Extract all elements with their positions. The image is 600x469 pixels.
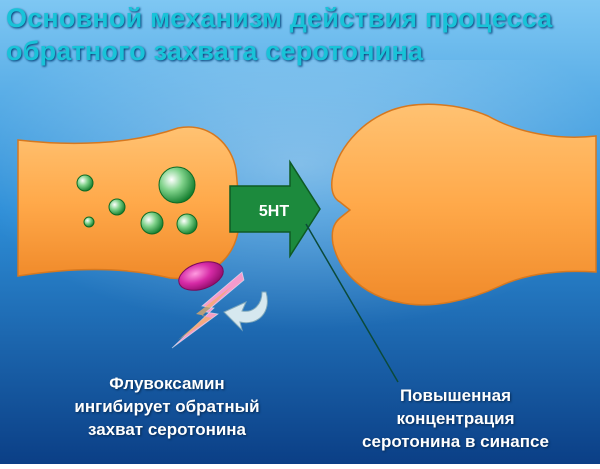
caption-right-line: Повышенная	[399, 386, 512, 405]
serotonin-vesicle-icon	[76, 166, 198, 235]
caption-left-line: захват серотонина	[87, 420, 247, 439]
caption-fluvoxamine: Флувоксамин ингибирует обратный захват с…	[52, 372, 282, 441]
caption-right-line: серотонина в синапсе	[362, 432, 549, 451]
reuptake-transporter-icon	[178, 261, 224, 291]
caption-left-line: Флувоксамин	[109, 374, 225, 393]
reuptake-curved-arrow-icon	[223, 291, 268, 332]
slide-title-line-1: Основной механизм действия процесса	[6, 3, 553, 33]
caption-right-line: концентрация	[396, 409, 515, 428]
presynaptic-neuron	[17, 126, 240, 280]
inhibition-lightning-icon	[171, 271, 245, 349]
serotonin-release-arrow-icon	[229, 159, 321, 259]
pointer-line	[305, 223, 399, 383]
slide-title-line-2: обратного захвата серотонина	[6, 36, 424, 66]
caption-synapse-concentration: Повышенная концентрация серотонина в син…	[318, 384, 593, 453]
caption-left-line: ингибирует обратный	[74, 397, 260, 416]
postsynaptic-neuron	[331, 103, 597, 306]
arrow-label: 5HT	[259, 203, 289, 220]
